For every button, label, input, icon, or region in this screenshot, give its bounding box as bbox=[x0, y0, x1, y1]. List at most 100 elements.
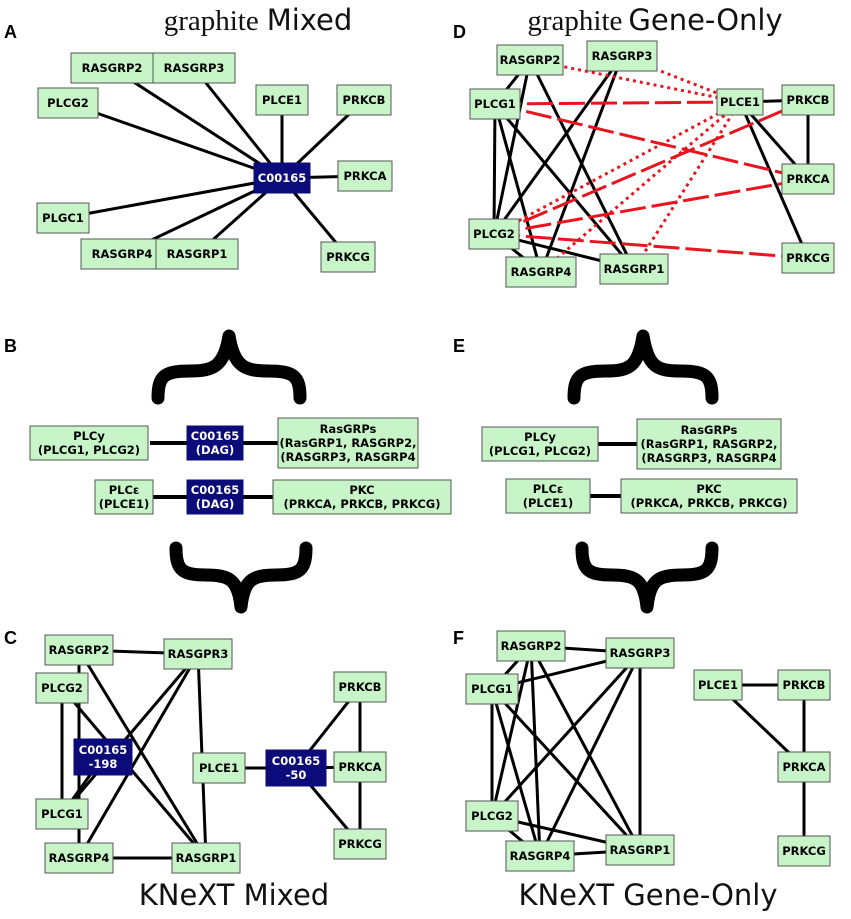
gene-node-plce1: PLCE1 bbox=[192, 752, 246, 784]
gene-node-prkcb: PRKCB bbox=[781, 84, 835, 116]
gene-node-plcg2: PLCG2 bbox=[37, 87, 99, 119]
node-label: (PLCG1, PLCG2) bbox=[38, 443, 140, 457]
node-label: RASGRP2 bbox=[500, 53, 561, 67]
node-label: RASGRP4 bbox=[510, 849, 571, 863]
edge bbox=[490, 688, 542, 857]
gene-node-pkc: PKC(PRKCA, PRKCB, PRKCG) bbox=[620, 478, 798, 514]
node-label: RASGRP1 bbox=[167, 247, 228, 261]
node-box bbox=[505, 256, 577, 288]
node-box bbox=[636, 418, 782, 470]
gene-node-plcg1: PLCG1 bbox=[469, 88, 521, 120]
node-label: PLCε bbox=[533, 482, 564, 496]
compound-node-dag: C00165(DAG) bbox=[186, 425, 244, 461]
node-box bbox=[781, 163, 835, 195]
gene-node-rasgrp3: RASGPR3 bbox=[163, 638, 233, 670]
node-label: RASGRP2 bbox=[49, 643, 110, 657]
node-label: PLCG2 bbox=[47, 96, 89, 110]
gene-node-plce1: PLCE1 bbox=[693, 669, 743, 701]
brace-b-bottom bbox=[169, 541, 313, 614]
edge bbox=[490, 651, 642, 818]
gene-node-rasgrp2: RASGRP2 bbox=[44, 634, 114, 666]
node-label: PLCG2 bbox=[41, 681, 83, 695]
gene-node-prkcb: PRKCB bbox=[333, 671, 387, 703]
node-box bbox=[333, 751, 387, 783]
node-label: C00165 bbox=[272, 754, 320, 768]
edge bbox=[67, 101, 283, 180]
node-label: C00165 bbox=[79, 743, 127, 757]
gene-node-prkca: PRKCA bbox=[333, 751, 387, 783]
node-label: (PRKCA, PRKCB, PRKCG) bbox=[284, 497, 441, 511]
node-label: PLCG1 bbox=[474, 97, 516, 111]
edge bbox=[490, 687, 642, 852]
brace-b-top bbox=[151, 329, 307, 405]
panel-a-edges bbox=[62, 66, 366, 258]
node-label: RASGRP4 bbox=[92, 247, 153, 261]
edge bbox=[60, 687, 208, 859]
node-label: PLCG2 bbox=[473, 227, 515, 241]
brace-e-bottom bbox=[575, 541, 719, 614]
gene-node-plcy: PLCy(PLCG1, PLCG2) bbox=[481, 426, 599, 462]
node-label: RASGPR3 bbox=[168, 647, 229, 661]
gene-node-plgc1: PLGC1 bbox=[36, 202, 90, 234]
node-box bbox=[777, 751, 831, 783]
node-box bbox=[80, 238, 164, 270]
gene-node-rasgrp1: RASGRP1 bbox=[605, 834, 675, 866]
compound-node-c00165-50: C00165-50 bbox=[265, 749, 327, 787]
node-box bbox=[465, 800, 519, 832]
node-label: PLCE1 bbox=[199, 761, 239, 775]
edge-dotted bbox=[540, 100, 741, 274]
node-label: PRKCG bbox=[338, 837, 382, 851]
node-label: RasGRPs bbox=[320, 422, 377, 436]
node-label: PLCε bbox=[109, 483, 140, 497]
gene-node-rasgrp1: RASGRP1 bbox=[155, 238, 239, 270]
edge-dotted bbox=[529, 58, 741, 104]
node-box bbox=[37, 87, 99, 119]
gene-node-plcy: PLCy(PLCG1, PLCG2) bbox=[29, 425, 149, 461]
node-box bbox=[605, 834, 675, 866]
node-box bbox=[192, 752, 246, 784]
node-label: RASGRP2 bbox=[501, 639, 562, 653]
gene-node-rasgrp1: RASGRP1 bbox=[171, 842, 241, 874]
gene-node-rasgrp4: RASGRP4 bbox=[80, 238, 164, 270]
node-box bbox=[155, 238, 239, 270]
node-label: PRKCB bbox=[343, 93, 386, 107]
node-label: PLCG1 bbox=[41, 807, 83, 821]
gene-node-rasgrps: RasGRPs(RasGRP1, RASGRP2,(RASGRP3, RASGR… bbox=[636, 418, 782, 470]
gene-node-pkc: PKC(PRKCA, PRKCB, PRKCG) bbox=[272, 479, 452, 515]
node-box bbox=[35, 798, 89, 830]
node-box bbox=[465, 673, 519, 705]
edge bbox=[539, 55, 624, 273]
edge bbox=[492, 59, 532, 235]
gene-node-plce: PLCε(PLCE1) bbox=[505, 478, 591, 514]
node-label: (DAG) bbox=[196, 443, 234, 457]
node-label: PLCG1 bbox=[471, 682, 513, 696]
edge-dotted bbox=[632, 101, 742, 270]
node-box bbox=[781, 242, 835, 274]
node-box bbox=[469, 88, 521, 120]
node-label: PLCy bbox=[524, 430, 556, 444]
node-box bbox=[253, 162, 311, 194]
compound-node-c00165-198: C00165-198 bbox=[73, 738, 133, 776]
node-label: PRKCA bbox=[786, 172, 829, 186]
gene-node-plce1: PLCE1 bbox=[716, 88, 764, 116]
brace-e-top bbox=[567, 329, 719, 405]
node-box bbox=[272, 479, 452, 515]
node-box bbox=[171, 842, 241, 874]
gene-node-rasgrp1: RASGRP1 bbox=[599, 253, 669, 285]
node-box bbox=[777, 835, 831, 867]
edge bbox=[492, 55, 624, 235]
node-box bbox=[337, 160, 393, 192]
gene-node-plcg1: PLCG1 bbox=[465, 673, 519, 705]
node-label: PLGC1 bbox=[42, 211, 84, 225]
node-box bbox=[599, 253, 669, 285]
gene-node-rasgrp3: RASGRP3 bbox=[586, 40, 658, 72]
node-box bbox=[505, 478, 591, 514]
edge-dotted bbox=[493, 100, 741, 236]
node-label: PLCE1 bbox=[262, 93, 302, 107]
gene-node-rasgrp4: RASGRP4 bbox=[505, 256, 577, 288]
node-label: (PLCE1) bbox=[523, 496, 574, 510]
edge-dashed bbox=[493, 232, 809, 260]
